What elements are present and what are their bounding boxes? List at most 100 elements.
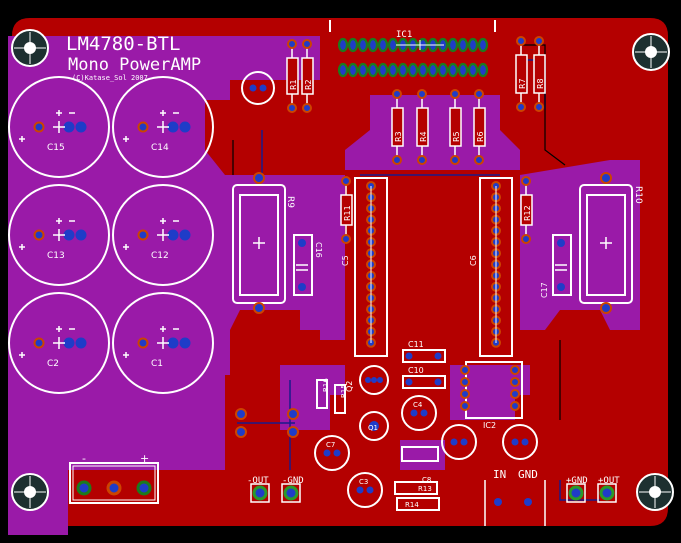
cap-bank-pour	[8, 36, 320, 470]
power-connector: - +	[69, 452, 159, 504]
c1-label: C1	[151, 359, 163, 369]
r2-label: R2	[304, 79, 313, 90]
transistor-q2: Q2	[345, 365, 389, 395]
r1-label: R1	[289, 79, 298, 90]
small-cap-5	[241, 71, 275, 105]
ic2-pour	[450, 365, 530, 420]
c17-label: C17	[540, 282, 549, 298]
r16-label: R16	[322, 378, 330, 392]
r12-label: R12	[523, 205, 532, 221]
input-connector: IN GND	[484, 468, 546, 526]
c2-label: C2	[47, 359, 59, 369]
output-negative-terminals: -OUT -GND	[247, 476, 304, 503]
ic1-pins	[337, 37, 489, 78]
c15-label: C15	[47, 143, 65, 153]
feedback-pour	[345, 95, 520, 170]
transistor-q1: Q1	[359, 411, 389, 441]
output-positive-terminals: +GND +OUT	[566, 476, 620, 503]
board-title: LM4780-BTL	[66, 33, 180, 55]
out-neg-label: -OUT	[247, 476, 269, 486]
electrolytic-cap-c15: C15	[8, 76, 110, 178]
r6-label: R6	[476, 131, 485, 142]
q2-label: Q2	[345, 381, 354, 392]
cap-c11: C11	[402, 340, 446, 363]
electrolytic-cap-c12: C12	[112, 184, 214, 286]
c8-label: C8	[422, 476, 431, 484]
in-gnd-label: GND	[518, 468, 538, 481]
small-cap-3	[441, 424, 477, 460]
c5-label: C5	[341, 255, 350, 266]
r5-label: R5	[452, 131, 461, 142]
film-cap-c16: C16	[293, 234, 323, 296]
film-cap-c17: C17	[540, 234, 572, 298]
resistor-r3: R3	[391, 89, 404, 165]
board-credit: (C)Katase_Sol 2007	[72, 74, 148, 82]
power-resistor-r9: R9	[232, 172, 295, 314]
resistor-r1: R1	[286, 39, 299, 113]
resistor-r16: R16	[316, 378, 330, 409]
small-cap-0: C7	[314, 435, 350, 471]
ic1-header: IC1	[329, 20, 496, 78]
vias	[235, 408, 299, 438]
resistor-r2: R2	[301, 39, 314, 113]
ic2-opamp: IC2	[460, 361, 523, 430]
mount-hole-tl	[11, 29, 49, 67]
r7-label: R7	[518, 78, 527, 89]
r4-label: R4	[419, 131, 428, 142]
small-cap-4	[502, 424, 538, 460]
c16-label: C16	[314, 242, 323, 258]
c4-label-2: C4	[413, 401, 423, 409]
r15-label: R15	[340, 384, 348, 398]
mounting-holes	[11, 29, 674, 511]
out-gnd-label: -GND	[282, 476, 304, 486]
power-resistor-r10: R10	[579, 172, 643, 314]
resistor-r14: R14	[396, 497, 440, 511]
c7-label-0: C7	[326, 441, 335, 449]
resistor-r13: R13	[394, 481, 438, 495]
r14-label: R14	[405, 501, 419, 509]
r10-label: R10	[633, 186, 643, 204]
q1-label: Q1	[368, 424, 378, 432]
c14-label: C14	[151, 143, 169, 153]
resistor-r6: R6	[473, 89, 486, 165]
black-traces	[232, 44, 566, 420]
c3-label-1: C3	[359, 478, 368, 486]
r8-label: R8	[536, 78, 545, 89]
small-cap-1: C3	[347, 472, 383, 508]
resistor-r8: R8	[533, 36, 546, 112]
board-subtitle: Mono PowerAMP	[68, 55, 201, 75]
c12-label: C12	[151, 251, 169, 261]
ic1-label: IC1	[396, 30, 412, 40]
electrolytic-cap-c1: C1	[112, 292, 214, 394]
cap-c10: C10	[402, 366, 446, 389]
electrolytic-cap-c2: C2	[8, 292, 110, 394]
resistor-r15: R15	[334, 384, 348, 414]
c11-label: C11	[408, 340, 424, 349]
r13-label: R13	[418, 485, 432, 493]
electrolytic-cap-c13: C13	[8, 184, 110, 286]
c10-label: C10	[408, 366, 424, 375]
r3-label: R3	[394, 131, 403, 142]
power-connector-plus: +	[140, 452, 149, 465]
in-label: IN	[493, 468, 506, 481]
plus-gnd-label: +GND	[566, 476, 588, 486]
plus-out-label: +OUT	[598, 476, 620, 486]
small-cap-2: C4	[401, 395, 437, 431]
resistor-r5: R5	[449, 89, 462, 165]
electrolytic-cap-c14: C14	[112, 76, 214, 178]
resistor-r11: R11	[340, 176, 353, 244]
c6-label: C6	[469, 255, 478, 266]
power-connector-minus: -	[82, 452, 86, 465]
resistor-r4: R4	[416, 89, 429, 165]
ic2-label: IC2	[483, 421, 496, 430]
c13-label: C13	[47, 251, 65, 261]
socket-c5: C5	[341, 177, 388, 357]
mount-hole-br	[636, 473, 674, 511]
film-cap-c8: C8	[401, 446, 439, 484]
r9-label: R9	[285, 196, 295, 208]
